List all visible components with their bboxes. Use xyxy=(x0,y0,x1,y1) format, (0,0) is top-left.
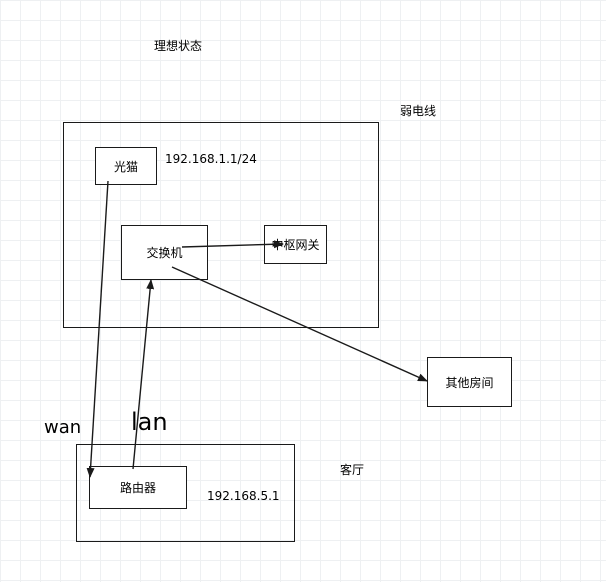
diagram-title: 理想状态 xyxy=(154,39,203,53)
switch-label: 交换机 xyxy=(146,246,183,260)
wan-port-label: wan xyxy=(44,417,82,438)
hub-gateway-label: 中枢网关 xyxy=(271,238,320,252)
living-room-zone-label: 客厅 xyxy=(340,463,365,477)
hub-gateway-node: 中枢网关 xyxy=(264,225,327,264)
lan-port-label: lan xyxy=(131,408,168,436)
modem-label: 光猫 xyxy=(113,159,138,174)
router-label: 路由器 xyxy=(119,481,156,495)
weak-current-zone-label: 弱电线 xyxy=(400,104,437,118)
modem-node: 光猫 xyxy=(95,147,157,185)
other-rooms-label: 其他房间 xyxy=(445,375,494,390)
router-ip: 192.168.5.1 xyxy=(207,489,280,503)
other-rooms-node: 其他房间 xyxy=(427,357,512,407)
modem-ip: 192.168.1.1/24 xyxy=(165,152,257,166)
router-node: 路由器 xyxy=(89,466,187,509)
living-room-zone xyxy=(76,444,295,542)
switch-node: 交换机 xyxy=(121,225,208,280)
